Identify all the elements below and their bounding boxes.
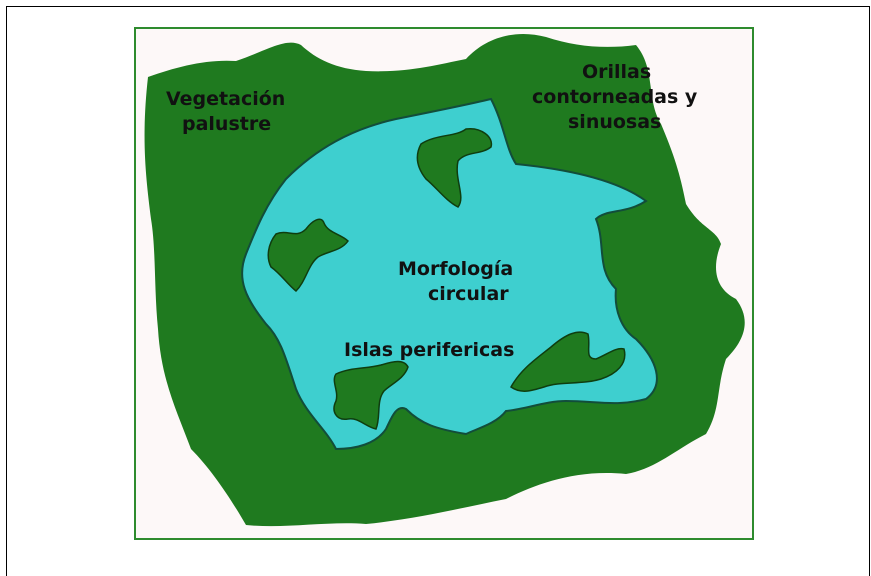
label-morfologia-1: Morfología [398,258,513,280]
label-orillas-3: sinuosas [568,111,661,133]
island-top [416,128,493,208]
label-morfologia-2: circular [428,283,509,305]
label-orillas-2: contorneadas y [532,86,698,108]
island-bottom-right [510,331,626,392]
label-vegetacion-2: palustre [182,113,271,135]
lagoon-diagram: Vegetación palustre Orillas contorneadas… [134,27,754,540]
island-bottom-left [333,360,409,430]
label-islas: Islas perifericas [344,339,514,361]
label-vegetacion-1: Vegetación [166,88,285,110]
lagoon-svg: Vegetación palustre Orillas contorneadas… [144,33,745,527]
page-frame [6,6,870,576]
label-orillas-1: Orillas [582,61,651,83]
island-left [267,218,349,292]
